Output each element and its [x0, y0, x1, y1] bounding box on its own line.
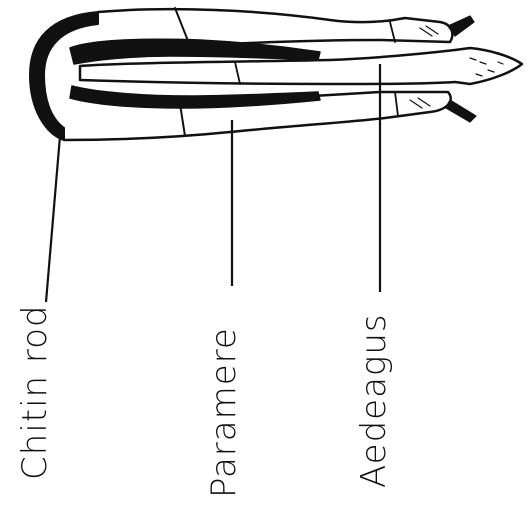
spine-lower	[446, 100, 476, 122]
segment-line-4	[390, 22, 395, 42]
segment-line-5	[395, 92, 398, 116]
segment-line-3	[235, 62, 240, 84]
label-aedeagus: Aedeagus	[354, 313, 394, 488]
genitalia-drawing	[30, 8, 522, 140]
label-paramere: Paramere	[204, 327, 244, 498]
inner-band-lower	[70, 86, 320, 108]
segment-line-2	[180, 104, 185, 136]
label-chitin-rod: Chitin rod	[15, 305, 55, 480]
distal-hatching	[410, 26, 503, 108]
chitin-rod-shape	[30, 12, 98, 140]
leader-line-chitin-rod	[46, 136, 60, 302]
